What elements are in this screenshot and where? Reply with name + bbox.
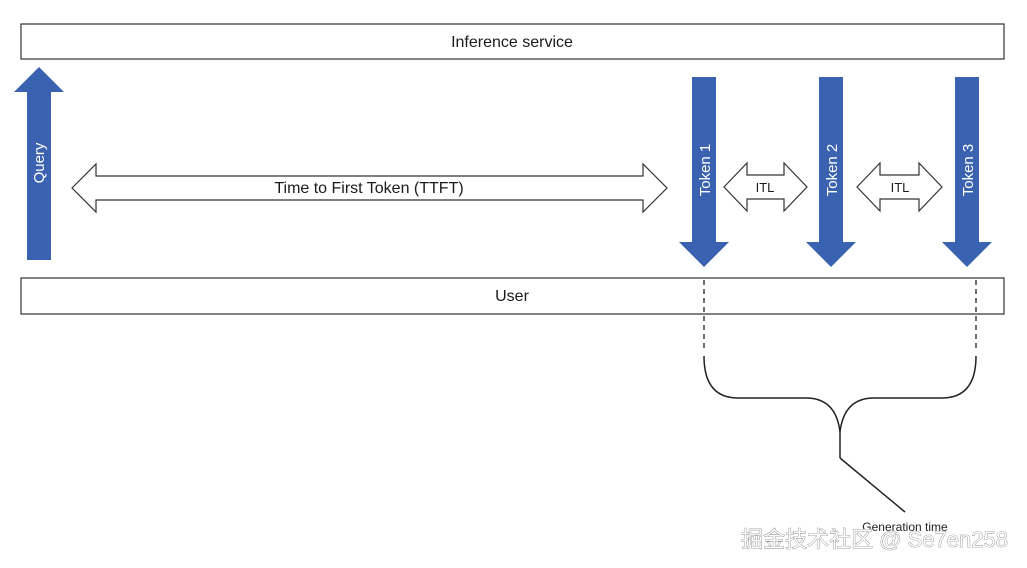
inference-service-box: Inference service bbox=[20, 23, 1005, 60]
generation-time-label: Generation time bbox=[862, 520, 948, 534]
ttft-label: Time to First Token (TTFT) bbox=[274, 180, 463, 197]
user-label: User bbox=[495, 288, 529, 305]
itl2-double-arrow: ITL bbox=[856, 161, 943, 213]
watermark-text: 掘金技术社区 @ Se7en258 bbox=[741, 527, 1008, 552]
token2-arrow: Token 2 bbox=[806, 77, 856, 267]
generation-dashed-guides bbox=[703, 280, 977, 352]
user-box: User bbox=[20, 277, 1005, 315]
inference-service-label: Inference service bbox=[451, 34, 573, 51]
token1-arrow: Token 1 bbox=[679, 77, 729, 267]
generation-time-brace: Generation time bbox=[703, 355, 977, 534]
token1-label: Token 1 bbox=[697, 144, 714, 197]
query-label: Query bbox=[31, 142, 48, 183]
ttft-double-arrow: Time to First Token (TTFT) bbox=[71, 162, 668, 214]
token2-label: Token 2 bbox=[824, 144, 841, 197]
itl1-label: ITL bbox=[756, 180, 775, 195]
query-arrow: Query bbox=[14, 67, 64, 260]
itl1-double-arrow: ITL bbox=[723, 161, 808, 213]
itl2-label: ITL bbox=[891, 180, 910, 195]
token3-arrow: Token 3 bbox=[942, 77, 992, 267]
token3-label: Token 3 bbox=[960, 144, 977, 197]
